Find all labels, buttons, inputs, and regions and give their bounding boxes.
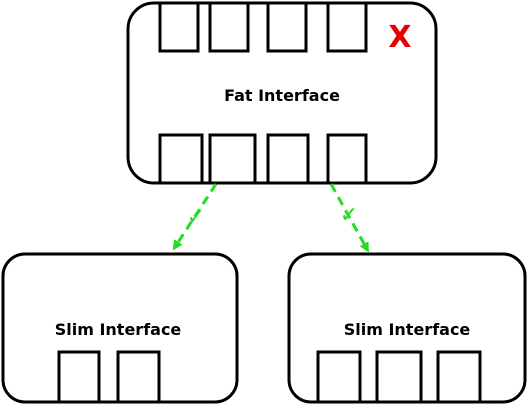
slim-interface-label: Slim Interface	[344, 320, 471, 339]
fat-top-port	[266, 1, 308, 53]
slim-port	[375, 350, 423, 404]
slim-port	[316, 350, 362, 404]
fat-bottom-port	[158, 133, 204, 185]
fat-top-port	[326, 1, 368, 53]
slim-interface-right: Slim Interface	[287, 252, 527, 404]
fat-bottom-port	[208, 133, 257, 185]
fat-bottom-port	[326, 133, 368, 185]
fat-interface-label: Fat Interface	[224, 86, 340, 105]
fat-top-port	[208, 1, 250, 53]
slim-interface-left: Slim Interface	[1, 252, 239, 404]
check-mark-icon: ✓	[187, 205, 205, 230]
fat-bottom-port	[266, 133, 310, 185]
slim-port	[57, 350, 101, 404]
reject-mark-icon: X	[388, 20, 411, 55]
fat-interface: Fat Interface X	[126, 1, 438, 185]
slim-port	[436, 350, 482, 404]
arrow-left: ✓	[172, 183, 218, 251]
arrow-right: ✓	[329, 183, 369, 253]
slim-interface-label: Slim Interface	[55, 320, 182, 339]
slim-port	[116, 350, 161, 404]
fat-top-port	[158, 1, 200, 53]
check-mark-icon: ✓	[340, 203, 358, 228]
